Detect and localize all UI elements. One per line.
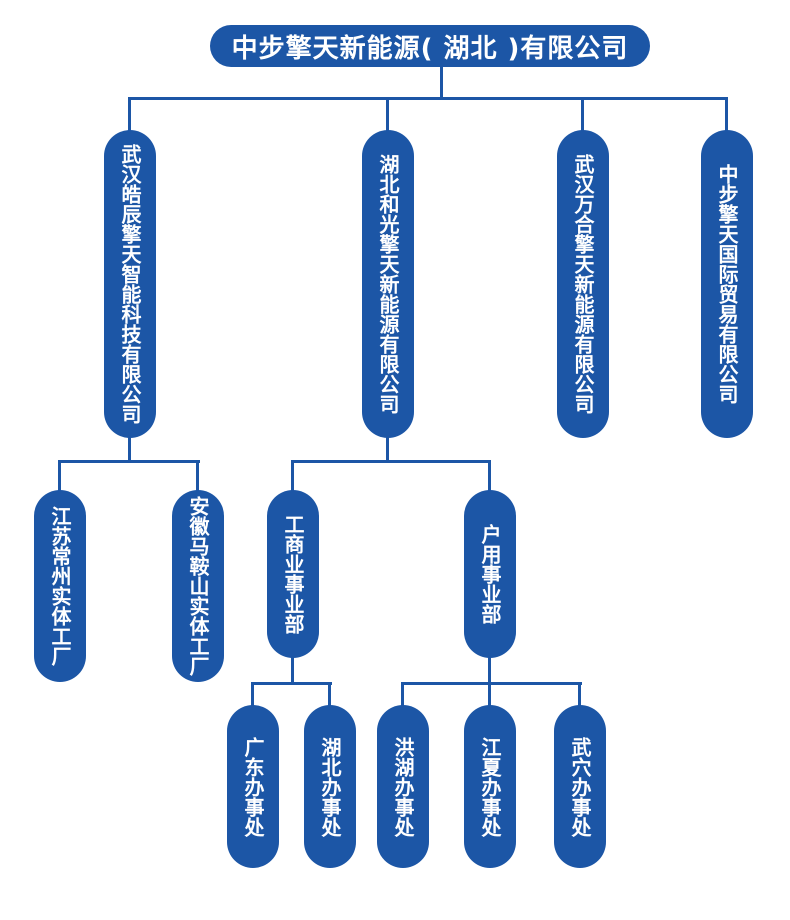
org-node-division-commercial-industrial: 工商业事业部: [267, 490, 319, 658]
connector-subsidiary1-drop: [128, 436, 131, 463]
connector-drop-office-5: [578, 682, 581, 707]
org-node-office-hubei: 湖北办事处: [304, 705, 356, 868]
connector-drop-division-1: [291, 460, 294, 491]
org-node-label: 湖北办事处: [318, 736, 342, 837]
connector-drop-factory-1: [58, 460, 61, 491]
connector-drop-factory-2: [196, 460, 199, 491]
connector-root-drop: [440, 66, 443, 99]
org-node-label: 洪湖办事处: [391, 736, 415, 837]
connector-drop-office-3: [401, 682, 404, 707]
connector-drop-division-2: [488, 460, 491, 491]
org-node-subsidiary-wuhan-wanhe: 武汉万合擎天新能源有限公司: [557, 130, 609, 438]
connector-factories-bar: [58, 460, 200, 463]
connector-division1-drop: [291, 656, 294, 685]
org-node-factory-anhui-maanshan: 安徽马鞍山实体工厂: [172, 490, 224, 682]
org-node-label: 武汉皓辰擎天智能科技有限公司: [118, 144, 142, 424]
connector-drop-subsidiary-2: [386, 97, 389, 133]
connector-drop-office-1: [251, 682, 254, 707]
org-node-label: 武汉万合擎天新能源有限公司: [571, 154, 595, 414]
connector-drop-subsidiary-3: [581, 97, 584, 133]
connector-divisions-bar: [291, 460, 491, 463]
org-node-label: 户用事业部: [478, 524, 502, 624]
org-node-label: 广东办事处: [241, 736, 265, 837]
org-node-label: 江苏常州实体工厂: [48, 506, 72, 666]
connector-subsidiary2-drop: [386, 436, 389, 463]
org-node-office-honghu: 洪湖办事处: [377, 705, 429, 868]
connector-offices-bar-2: [401, 682, 582, 685]
org-node-office-guangdong: 广东办事处: [227, 705, 279, 868]
connector-drop-subsidiary-1: [128, 97, 131, 133]
connector-level2-bar: [128, 97, 728, 100]
org-node-subsidiary-hubei-heguang: 湖北和光擎天新能源有限公司: [362, 130, 414, 438]
org-node-root: 中步擎天新能源( 湖北 )有限公司: [210, 25, 650, 67]
connector-drop-office-4: [488, 682, 491, 707]
org-node-office-jiangxia: 江夏办事处: [464, 705, 516, 868]
connector-offices-bar-1: [251, 682, 332, 685]
org-node-office-wuxue: 武穴办事处: [554, 705, 606, 868]
org-node-root-label: 中步擎天新能源( 湖北 )有限公司: [231, 33, 629, 64]
connector-drop-office-2: [328, 682, 331, 707]
org-node-label: 中步擎天国际贸易有限公司: [715, 164, 739, 404]
org-node-division-household: 户用事业部: [464, 490, 516, 658]
org-node-factory-jiangsu-changzhou: 江苏常州实体工厂: [34, 490, 86, 682]
org-node-label: 江夏办事处: [478, 736, 502, 837]
org-node-subsidiary-wuhan-haochen: 武汉皓辰擎天智能科技有限公司: [104, 130, 156, 438]
org-node-label: 湖北和光擎天新能源有限公司: [376, 154, 400, 414]
org-node-label: 工商业事业部: [281, 514, 305, 634]
org-node-label: 武穴办事处: [568, 736, 592, 837]
org-node-label: 安徽马鞍山实体工厂: [186, 496, 210, 676]
connector-division2-drop: [488, 656, 491, 685]
connector-drop-subsidiary-4: [725, 97, 728, 133]
org-node-subsidiary-international-trade: 中步擎天国际贸易有限公司: [701, 130, 753, 438]
